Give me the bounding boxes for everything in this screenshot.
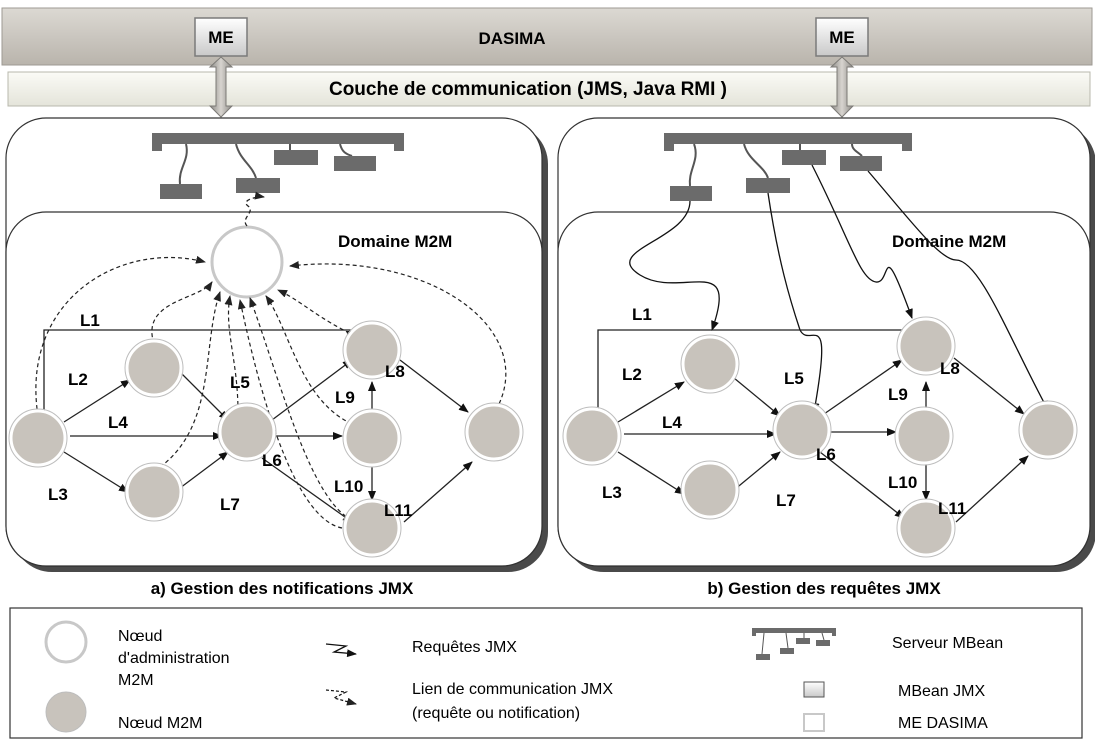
- node-shadows-b: [562, 316, 1078, 558]
- legend-me-dasima-icon: [803, 713, 825, 732]
- link-label: L5: [230, 373, 250, 392]
- panel-b: Domaine M2M: [557, 117, 1095, 572]
- legend-request-label: Requêtes JMX: [412, 639, 517, 656]
- link-label: L2: [622, 365, 642, 384]
- dasima-bar: [1, 7, 1093, 66]
- m2m-node: [895, 407, 953, 465]
- legend: Nœud d'administration M2M Nœud M2M Requê…: [9, 607, 1083, 739]
- double-arrow-right: [829, 56, 855, 118]
- mbean-a4: [334, 156, 376, 171]
- link-label: L9: [335, 388, 355, 407]
- mbean-b1: [670, 186, 712, 201]
- link-labels-a: L1 L2 L3 L4 L5 L6 L7 L8 L9 L10 L11: [48, 311, 412, 520]
- me-box-left: ME: [194, 17, 248, 57]
- link-label: L11: [384, 501, 412, 520]
- m2m-node: [218, 403, 276, 461]
- link-label: L2: [68, 370, 88, 389]
- double-arrow-left: [208, 56, 234, 118]
- link-label: L5: [784, 369, 804, 388]
- notifications-a: [35, 255, 507, 529]
- mbean-b3: [782, 150, 826, 165]
- mbean-b2: [746, 178, 790, 193]
- link-label: L1: [632, 305, 652, 324]
- me-label-left: ME: [208, 28, 234, 47]
- legend-m2m-node-icon: [45, 691, 87, 733]
- nodes-a: [9, 321, 523, 557]
- m2m-node: [773, 401, 831, 459]
- mbean-server-b: [664, 133, 912, 201]
- panel-b-domain-label: Domaine M2M: [892, 232, 1006, 251]
- link-label: L10: [888, 473, 917, 492]
- legend-mbean-server-icon: [752, 628, 836, 660]
- mbean-a1: [160, 184, 202, 199]
- link-label: L4: [662, 413, 682, 432]
- link-label: L7: [220, 495, 240, 514]
- me-label-right: ME: [829, 28, 855, 47]
- me-box-right: ME: [815, 17, 869, 57]
- legend-request-icon: [325, 643, 357, 658]
- m2m-node: [343, 321, 401, 379]
- m2m-node: [897, 499, 955, 557]
- m2m-node: [125, 339, 183, 397]
- link-label: L8: [940, 359, 960, 378]
- m2m-node: [1019, 401, 1077, 459]
- m2m-node: [897, 317, 955, 375]
- link-label: L3: [602, 483, 622, 502]
- m2m-node: [681, 461, 739, 519]
- m2m-node: [465, 403, 523, 461]
- communication-bar: Couche de communication (JMS, Java RMI ): [7, 71, 1091, 107]
- legend-mbean-label: MBean JMX: [898, 683, 985, 700]
- m2m-node: [343, 499, 401, 557]
- legend-admin-node-label-2: d'administration: [118, 650, 230, 667]
- legend-comm-link-label-1: Lien de communication JMX: [412, 681, 613, 698]
- legend-me-dasima-label: ME DASIMA: [898, 715, 988, 732]
- m2m-node: [9, 409, 67, 467]
- legend-comm-link-label-2: (requête ou notification): [412, 705, 580, 722]
- node-shadows-a: [8, 320, 524, 558]
- m2m-node: [343, 409, 401, 467]
- m2m-node: [563, 407, 621, 465]
- link-label: L10: [334, 477, 363, 496]
- nodes-b: [563, 317, 1077, 557]
- panel-b-caption: b) Gestion des requêtes JMX: [707, 579, 941, 598]
- legend-admin-node-label-1: Nœud: [118, 628, 162, 645]
- dasima-title: DASIMA: [478, 29, 545, 48]
- link-label: L1: [80, 311, 100, 330]
- mbean-a2: [236, 178, 280, 193]
- link-labels-b: L1 L2 L3 L4 L5 L6 L7 L8 L9 L10 L11: [602, 305, 966, 518]
- link-label: L7: [776, 491, 796, 510]
- communication-label: Couche de communication (JMS, Java RMI ): [329, 79, 727, 100]
- link-label: L4: [108, 413, 128, 432]
- panel-a: Domaine M2M: [5, 117, 548, 572]
- mbean-a3: [274, 150, 318, 165]
- legend-m2m-node-label: Nœud M2M: [118, 715, 202, 732]
- link-label: L8: [385, 362, 405, 381]
- mbean-server-a: [152, 133, 404, 199]
- panel-a-caption: a) Gestion des notifications JMX: [151, 579, 414, 598]
- link-label: L3: [48, 485, 68, 504]
- link-label: L6: [816, 445, 836, 464]
- notification-to-server: [244, 191, 265, 227]
- link-label: L11: [938, 499, 966, 518]
- legend-admin-node-icon: [44, 620, 88, 664]
- legend-mbean-server-label: Serveur MBean: [892, 635, 1003, 652]
- m2m-node: [125, 463, 183, 521]
- panel-a-domain-label: Domaine M2M: [338, 232, 452, 251]
- legend-comm-link-icon: [325, 689, 357, 706]
- admin-node-a: [210, 225, 284, 299]
- legend-admin-node-label-3: M2M: [118, 672, 154, 689]
- legend-mbean-icon: [803, 681, 825, 698]
- mbean-b4: [840, 156, 882, 171]
- link-label: L9: [888, 385, 908, 404]
- m2m-node: [681, 335, 739, 393]
- link-label: L6: [262, 451, 282, 470]
